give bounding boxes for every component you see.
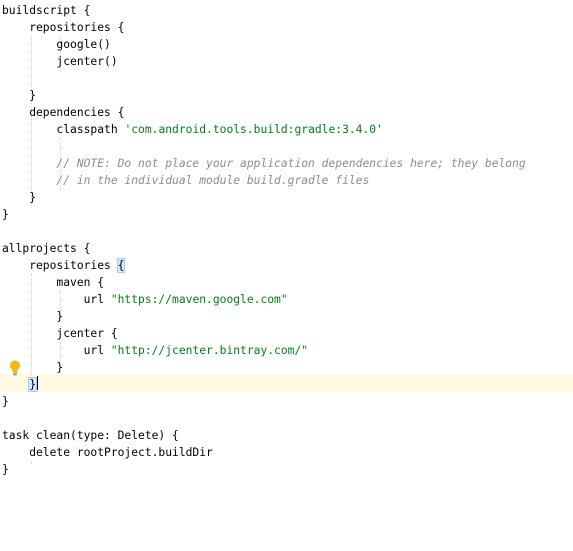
code-line[interactable]: } (2, 87, 526, 104)
code-token: } (2, 310, 64, 323)
code-token: } (2, 89, 37, 102)
code-comment: // in the individual module build.gradle… (2, 174, 370, 187)
code-line[interactable] (2, 410, 526, 427)
code-line[interactable]: google() (2, 36, 526, 53)
code-line[interactable]: jcenter() (2, 53, 526, 70)
code-line[interactable]: repositories { (2, 257, 526, 274)
code-lines[interactable]: buildscript { repositories { google() jc… (2, 2, 526, 478)
code-token: jcenter() (2, 55, 118, 68)
indent-guide (60, 36, 61, 72)
current-line-highlight (0, 374, 573, 392)
code-line[interactable]: jcenter { (2, 325, 526, 342)
lightbulb-icon[interactable] (9, 360, 21, 376)
matched-brace: { (116, 258, 126, 273)
code-line[interactable]: buildscript { (2, 2, 526, 19)
code-line[interactable] (2, 138, 526, 155)
code-line[interactable]: } (2, 308, 526, 325)
indent-guide (60, 342, 61, 362)
code-line[interactable]: allprojects { (2, 240, 526, 257)
indent-guide (60, 138, 61, 190)
code-line[interactable]: } (2, 359, 526, 376)
code-token: } (2, 208, 9, 221)
code-line[interactable]: } (2, 189, 526, 206)
indent-guide (31, 36, 32, 208)
code-token: maven { (2, 276, 105, 289)
code-line[interactable]: // NOTE: Do not place your application d… (2, 155, 526, 172)
code-token: classpath (2, 123, 125, 136)
text-caret (37, 376, 39, 390)
code-comment: // NOTE: Do not place your application d… (2, 157, 526, 170)
code-token (2, 378, 29, 391)
code-token: } (2, 191, 37, 204)
code-token: repositories (2, 259, 118, 272)
code-line[interactable]: repositories { (2, 19, 526, 36)
matched-brace: } (28, 377, 38, 392)
indent-guide (60, 291, 61, 311)
code-token: google() (2, 38, 111, 51)
code-token: url (2, 344, 111, 357)
string-literal: "http://jcenter.bintray.com/" (110, 344, 309, 357)
code-token: repositories { (2, 21, 125, 34)
indent-guide (31, 461, 32, 463)
code-line[interactable]: url "http://jcenter.bintray.com/" (2, 342, 526, 359)
code-line[interactable]: classpath 'com.android.tools.build:gradl… (2, 121, 526, 138)
code-line[interactable]: url "https://maven.google.com" (2, 291, 526, 308)
code-token: dependencies { (2, 106, 125, 119)
code-token: } (2, 361, 64, 374)
indent-guide (31, 274, 32, 378)
code-line[interactable]: } (2, 461, 526, 478)
code-token: allprojects { (2, 242, 91, 255)
code-line[interactable]: // in the individual module build.gradle… (2, 172, 526, 189)
string-literal: "https://maven.google.com" (110, 293, 288, 306)
string-literal: 'com.android.tools.build:gradle:3.4.0' (124, 123, 383, 136)
code-line[interactable]: } (2, 393, 526, 410)
code-line[interactable]: maven { (2, 274, 526, 291)
code-line[interactable]: dependencies { (2, 104, 526, 121)
code-token: delete rootProject.buildDir (2, 446, 213, 459)
code-token: } (2, 395, 9, 408)
code-line[interactable] (2, 223, 526, 240)
code-token: url (2, 293, 111, 306)
code-token: } (2, 463, 9, 476)
code-line[interactable]: } (2, 206, 526, 223)
code-line[interactable]: task clean(type: Delete) { (2, 427, 526, 444)
code-token: buildscript { (2, 4, 91, 17)
code-line[interactable]: } (2, 376, 526, 393)
code-token: jcenter { (2, 327, 118, 340)
code-token: task clean(type: Delete) { (2, 429, 179, 442)
code-line[interactable] (2, 70, 526, 87)
code-line[interactable]: delete rootProject.buildDir (2, 444, 526, 461)
